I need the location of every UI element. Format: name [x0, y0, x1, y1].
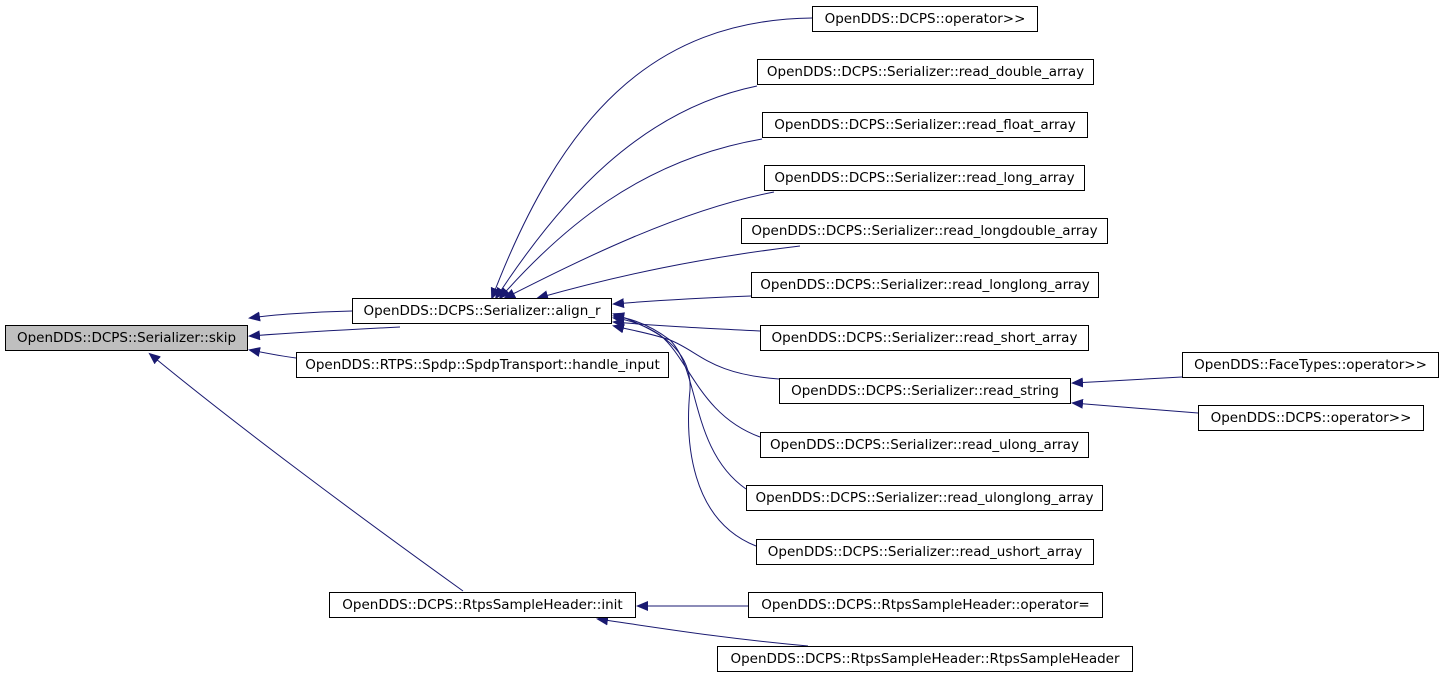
node-facetypes_op[interactable]: OpenDDS::FaceTypes::operator>>	[1182, 352, 1439, 378]
node-read_short_array[interactable]: OpenDDS::DCPS::Serializer::read_short_ar…	[760, 325, 1089, 351]
node-read_ulonglong_array[interactable]: OpenDDS::DCPS::Serializer::read_ulonglon…	[746, 485, 1103, 511]
node-op_shift_2[interactable]: OpenDDS::DCPS::operator>>	[1198, 405, 1424, 431]
node-read_float_array[interactable]: OpenDDS::DCPS::Serializer::read_float_ar…	[762, 112, 1088, 138]
edge-op_shift_1-to-align_r	[490, 17, 813, 300]
node-op_shift_1[interactable]: OpenDDS::DCPS::operator>>	[812, 6, 1038, 32]
edge-read_ulonglong_array-to-align_r	[612, 312, 747, 490]
edge-rtps_ctor-to-rtps_init	[596, 615, 809, 647]
edge-read_ulong_array-to-align_r	[612, 314, 761, 438]
node-rtps_init[interactable]: OpenDDS::DCPS::RtpsSampleHeader::init	[329, 592, 636, 618]
edge-align_r-to-skip-2	[248, 326, 401, 341]
edge-read_float_array-to-align_r	[498, 138, 763, 300]
node-read_double_array[interactable]: OpenDDS::DCPS::Serializer::read_double_a…	[757, 59, 1094, 85]
node-read_longlong_array[interactable]: OpenDDS::DCPS::Serializer::read_longlong…	[751, 272, 1099, 298]
edge-read_longdouble_array-to-align_r	[536, 245, 801, 301]
node-rtps_operator_assign[interactable]: OpenDDS::DCPS::RtpsSampleHeader::operato…	[748, 592, 1103, 618]
node-skip: OpenDDS::DCPS::Serializer::skip	[5, 325, 248, 351]
node-rtps_ctor[interactable]: OpenDDS::DCPS::RtpsSampleHeader::RtpsSam…	[717, 646, 1133, 672]
edge-handle_input-to-skip	[248, 347, 297, 359]
node-read_ushort_array[interactable]: OpenDDS::DCPS::Serializer::read_ushort_a…	[756, 539, 1094, 565]
edge-read_longlong_array-to-align_r	[612, 295, 752, 309]
node-read_ulong_array[interactable]: OpenDDS::DCPS::Serializer::read_ulong_ar…	[760, 432, 1089, 458]
node-read_longdouble_array[interactable]: OpenDDS::DCPS::Serializer::read_longdoub…	[741, 218, 1108, 244]
node-read_long_array[interactable]: OpenDDS::DCPS::Serializer::read_long_arr…	[764, 165, 1085, 191]
edge-op_shift_2-to-read_string	[1071, 398, 1199, 414]
edge-facetypes_op-to-read_string	[1071, 376, 1183, 388]
edge-read_long_array-to-align_r	[503, 191, 775, 299]
edge-read_string-to-align_r	[612, 323, 780, 380]
edge-read_ushort_array-to-align_r	[612, 312, 757, 547]
edge-rtps_init-to-skip	[148, 352, 464, 592]
node-read_string[interactable]: OpenDDS::DCPS::Serializer::read_string	[779, 378, 1071, 404]
edge-align_r-to-skip	[248, 310, 353, 322]
node-handle_input[interactable]: OpenDDS::RTPS::Spdp::SpdpTransport::hand…	[296, 352, 669, 378]
node-align_r[interactable]: OpenDDS::DCPS::Serializer::align_r	[352, 298, 612, 324]
edge-read_double_array-to-align_r	[494, 85, 758, 300]
edge-read_short_array-to-align_r	[612, 317, 761, 332]
